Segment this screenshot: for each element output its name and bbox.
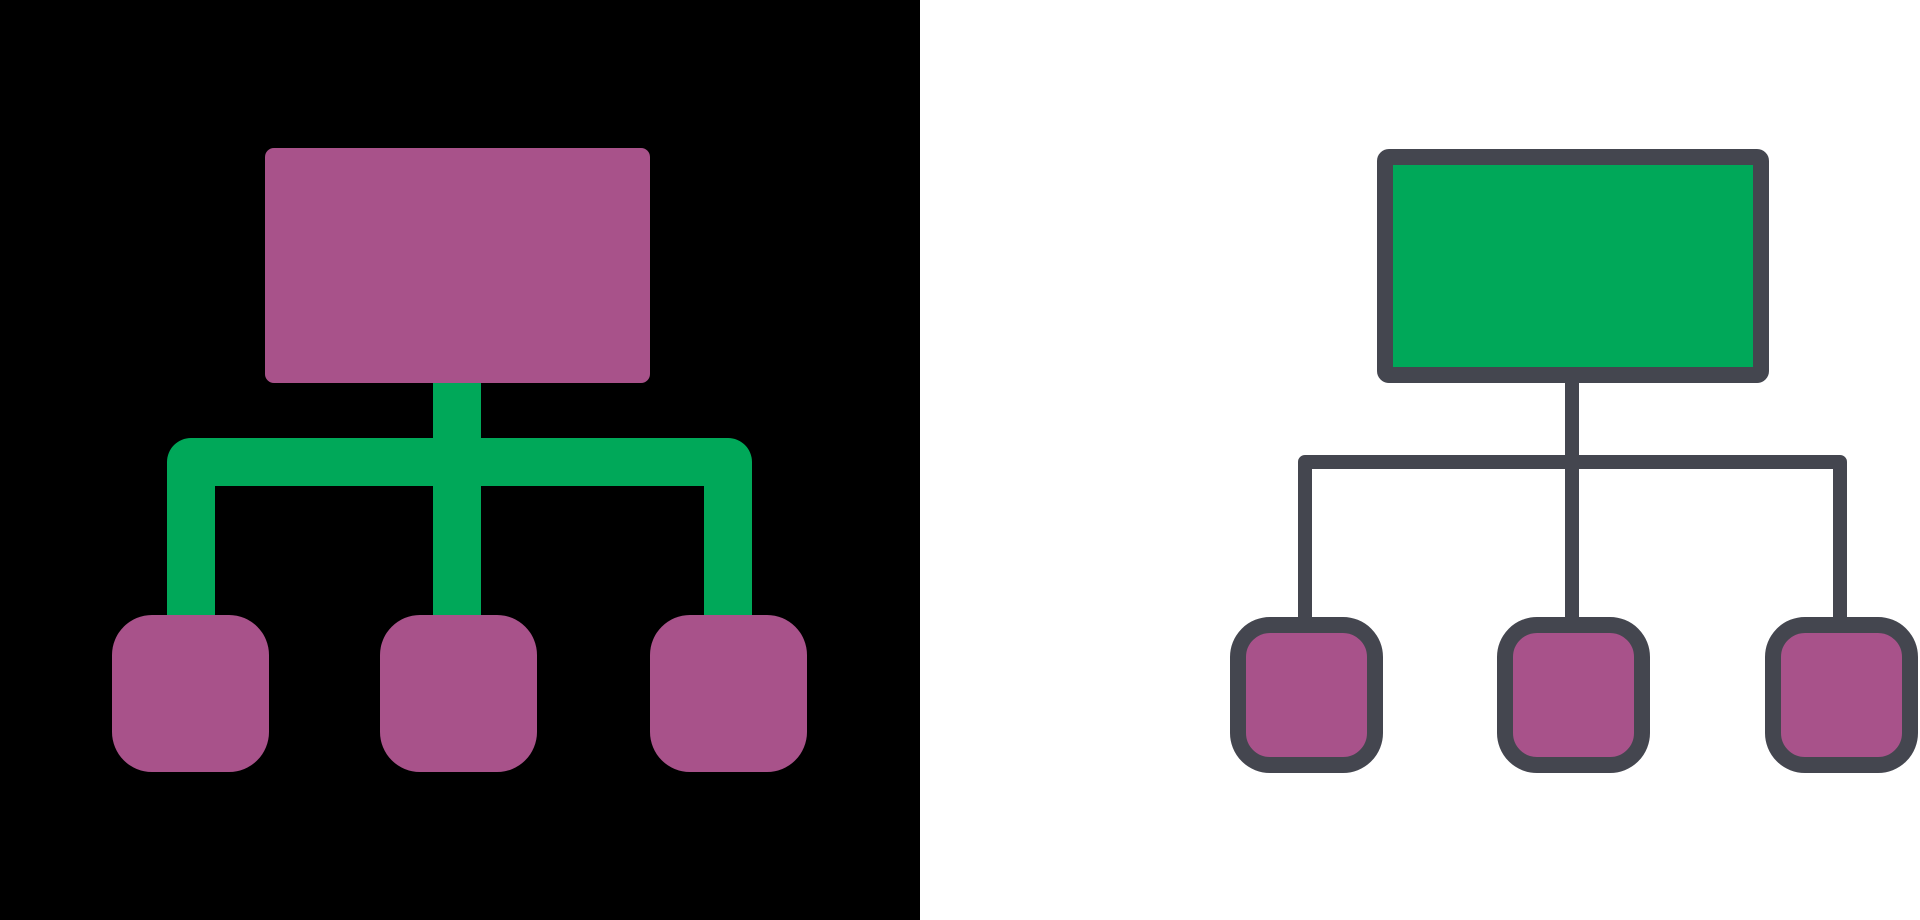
child-node-left (1230, 617, 1383, 773)
connector-branch (167, 438, 752, 630)
connector-branch (1298, 455, 1847, 632)
child-node-middle (380, 615, 537, 772)
hierarchy-icon (920, 0, 1920, 920)
child-node-right (650, 615, 807, 772)
connector-lines (1298, 368, 1847, 632)
child-node-right (1765, 617, 1918, 773)
child-node-middle (1497, 617, 1650, 773)
child-node-left (112, 615, 269, 772)
outline-hierarchy-panel (920, 0, 1920, 920)
parent-node (265, 148, 650, 383)
connector-lines (167, 375, 752, 630)
hierarchy-icon (0, 0, 920, 920)
parent-node (1377, 149, 1769, 383)
glyph-hierarchy-panel (0, 0, 920, 920)
